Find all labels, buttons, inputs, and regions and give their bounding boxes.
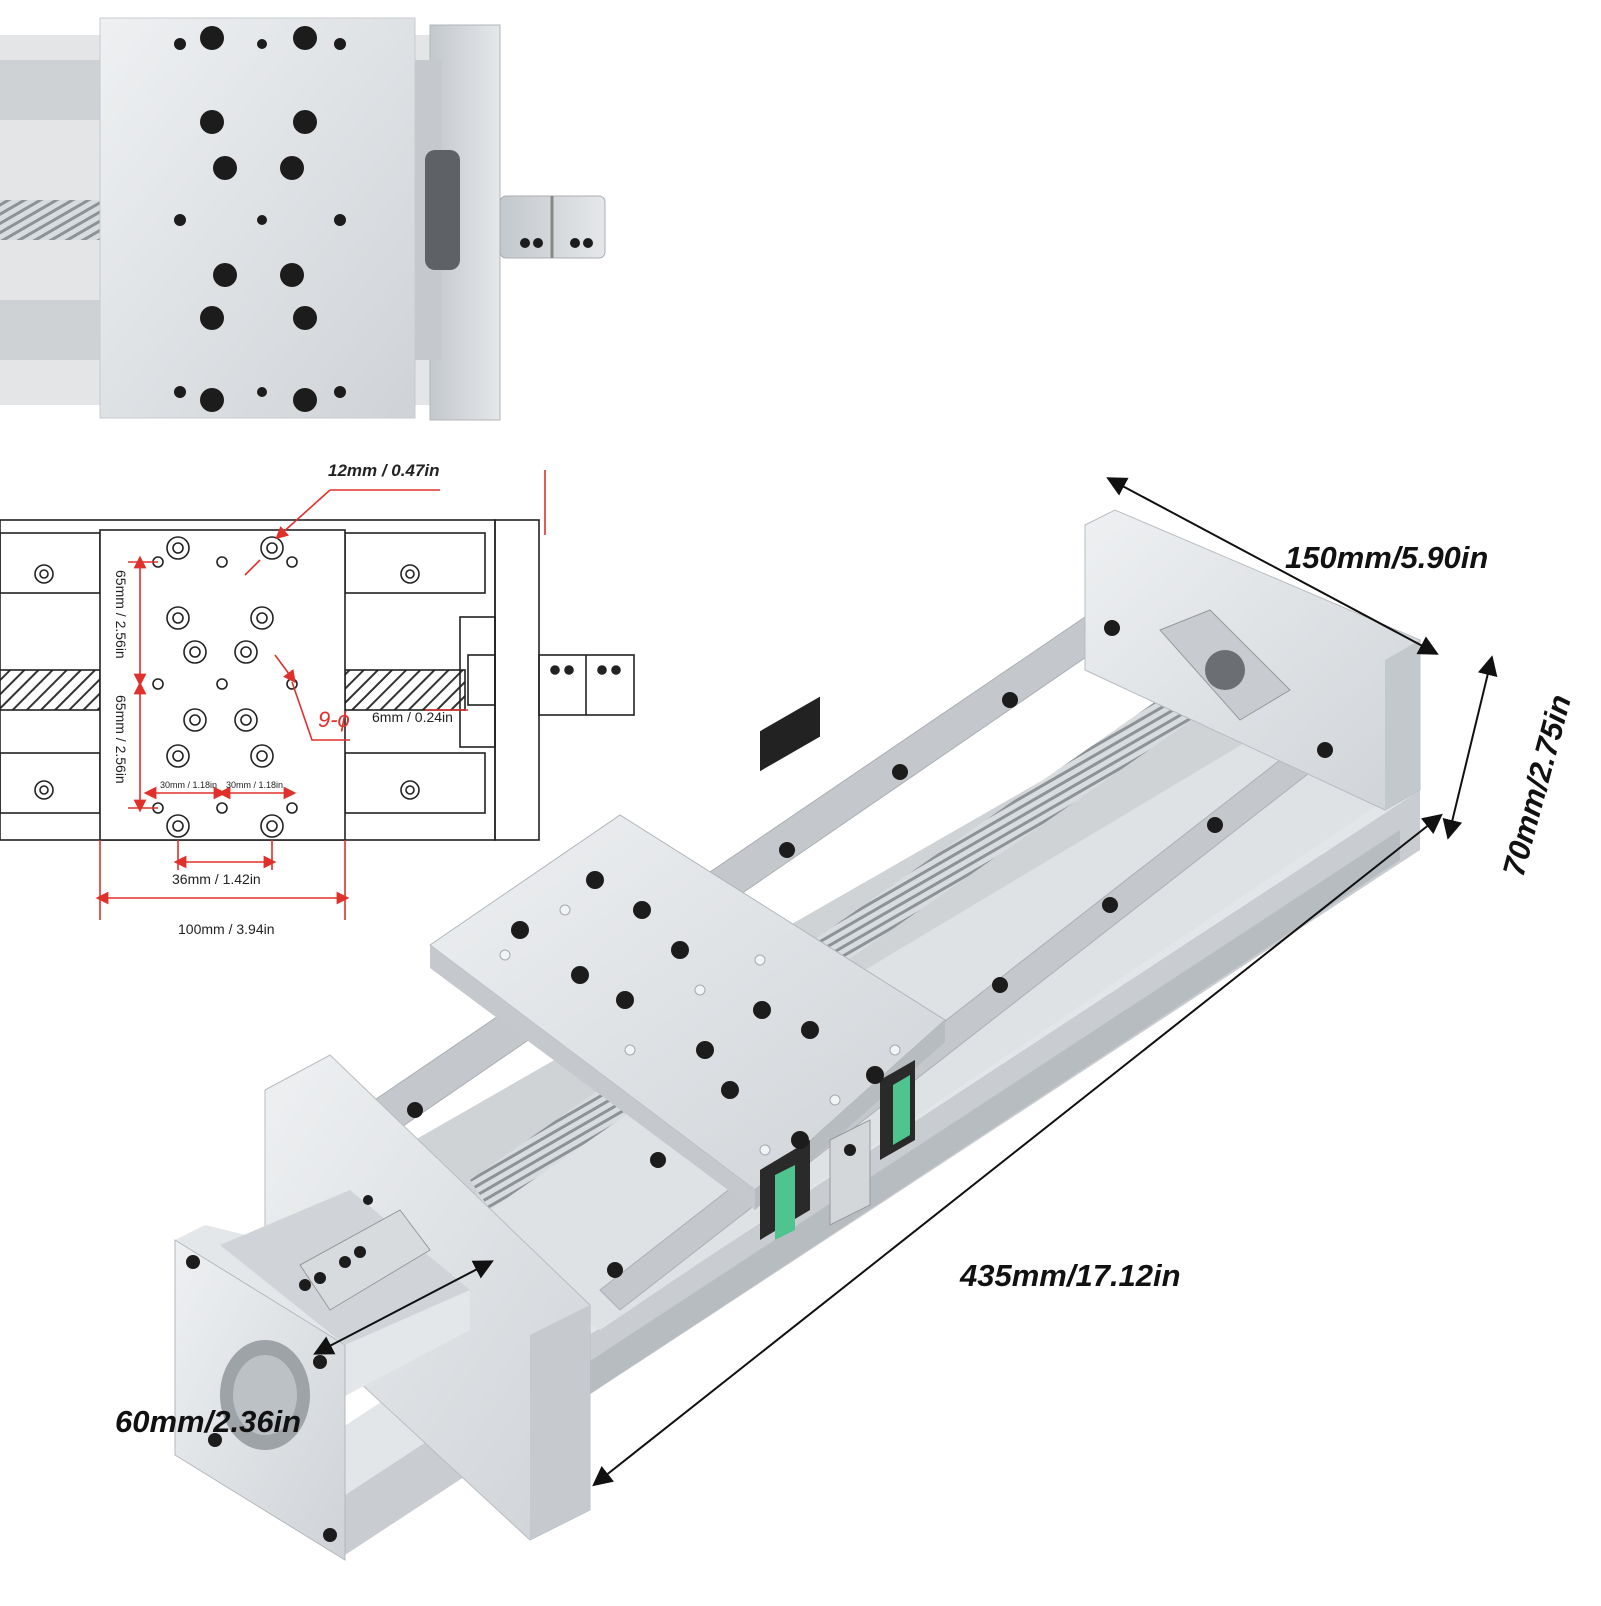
bottom-hole-spacing-label: 36mm / 1.42in	[172, 871, 261, 887]
overall-height-label: 70mm/2.75in	[1496, 691, 1578, 880]
spacing-left-label: 30mm / 1.18in	[160, 780, 217, 790]
spacing-right-label: 30mm / 1.18in	[226, 780, 283, 790]
technical-drawing	[0, 519, 635, 841]
hole-diameter-label: 12mm / 0.47in	[328, 461, 440, 480]
motor-mount-label: 60mm/2.36in	[115, 1404, 301, 1439]
drawing-dimensions	[95, 470, 546, 920]
plate-holes-drawing	[152, 536, 298, 838]
plate-bolts	[174, 26, 346, 412]
plate-width-label: 100mm / 3.94in	[178, 921, 275, 937]
overall-width-label: 150mm/5.90in	[1285, 540, 1488, 575]
vertical-spacing-bottom-label: 65mm / 2.56in	[113, 695, 129, 784]
overall-length-label: 435mm/17.12in	[959, 1258, 1181, 1293]
linear-stage-photo	[174, 509, 1421, 1561]
hole-count-label: 9-ϕ	[318, 707, 350, 732]
hole-size-label: 6mm / 0.24in	[372, 709, 453, 725]
vertical-spacing-top-label: 65mm / 2.56in	[113, 570, 129, 659]
overall-dimensions	[313, 477, 1498, 1487]
top-view-photo	[0, 0, 606, 421]
